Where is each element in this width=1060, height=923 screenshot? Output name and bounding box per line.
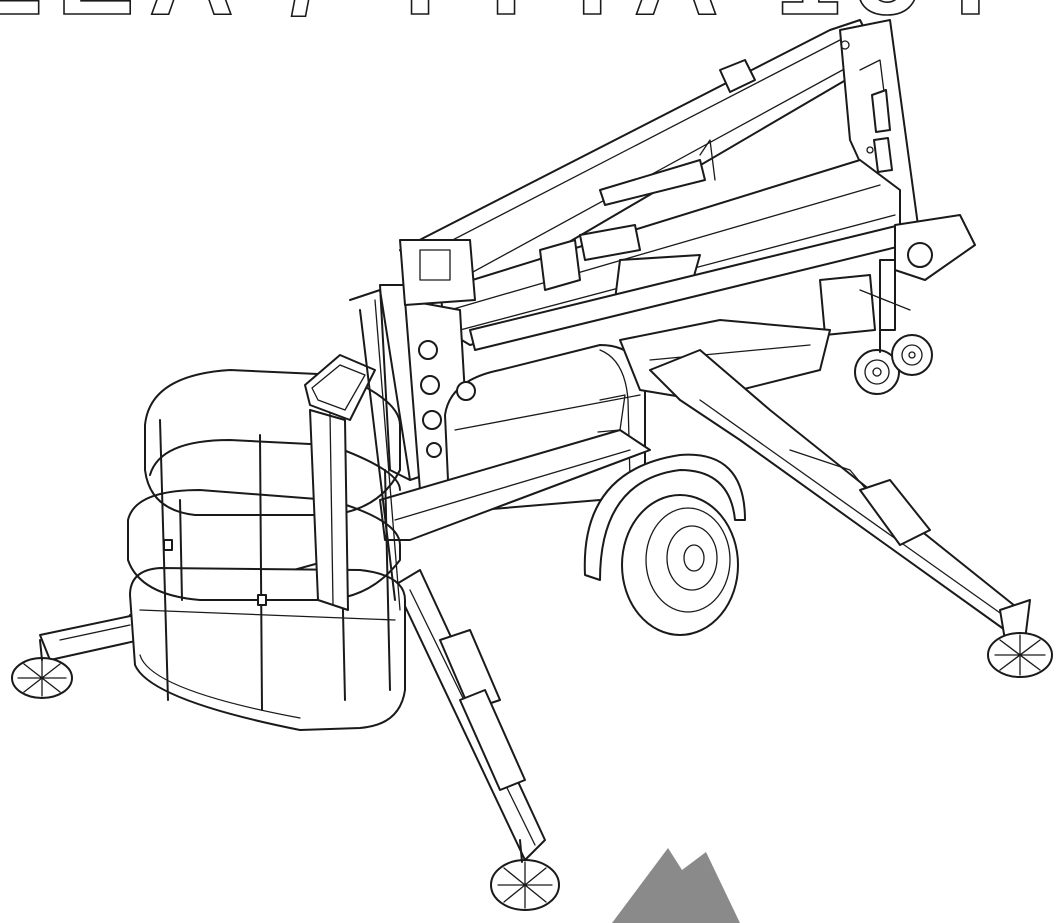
lower-boom	[439, 139, 906, 351]
outrigger-front-left	[394, 569, 560, 911]
jockey-wheels	[854, 329, 933, 395]
road-wheel	[583, 453, 746, 636]
jib-rotator	[819, 214, 976, 336]
control-station	[304, 354, 376, 611]
jib-link-arms	[349, 289, 411, 611]
outrigger-rear-right	[649, 349, 1053, 678]
mountain-logo	[612, 848, 740, 923]
platform-basket	[127, 369, 406, 731]
